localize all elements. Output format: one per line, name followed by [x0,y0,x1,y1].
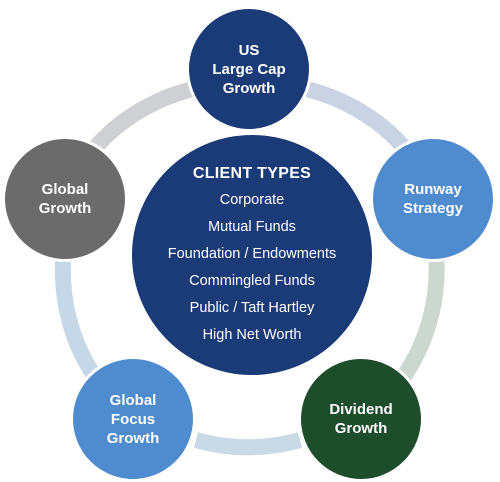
strategy-global-focus-growth: Global Focus Growth [70,356,196,482]
client-type-item: Foundation / Endowments [167,246,337,262]
strategy-label-line: US [238,41,260,59]
ring-arc-bottom [193,432,303,456]
client-type-item: Mutual Funds [208,219,296,235]
strategy-dividend-growth: Dividend Growth [298,356,424,482]
client-type-item: High Net Worth [202,327,302,343]
strategy-label-line: Global [109,391,157,409]
strategy-label-line: Global [41,181,89,198]
strategy-label-line: Growth [106,429,160,447]
strategy-label-line: Strategy [402,200,464,217]
client-type-item: Commingled Funds [189,273,315,289]
strategy-label-line: Large Cap [212,60,286,78]
strategy-label-line: Focus [110,410,156,428]
client-types-heading: CLIENT TYPES [192,165,312,182]
strategy-label-line: Dividend [329,401,393,418]
client-type-item: Corporate [219,192,285,208]
strategy-label-line: Growth [38,200,92,217]
strategy-label-line: Runway [404,181,462,198]
client-types-circle: CLIENT TYPES Corporate Mutual Funds Foun… [132,135,372,375]
strategy-us-large-cap-growth: US Large Cap Growth [186,6,312,132]
strategy-global-growth: Global Growth [2,136,128,262]
strategy-label-line: Growth [222,79,276,97]
strategy-runway-strategy: Runway Strategy [370,136,496,262]
strategy-label-line: Growth [334,420,388,437]
client-type-item: Public / Taft Hartley [189,300,315,316]
